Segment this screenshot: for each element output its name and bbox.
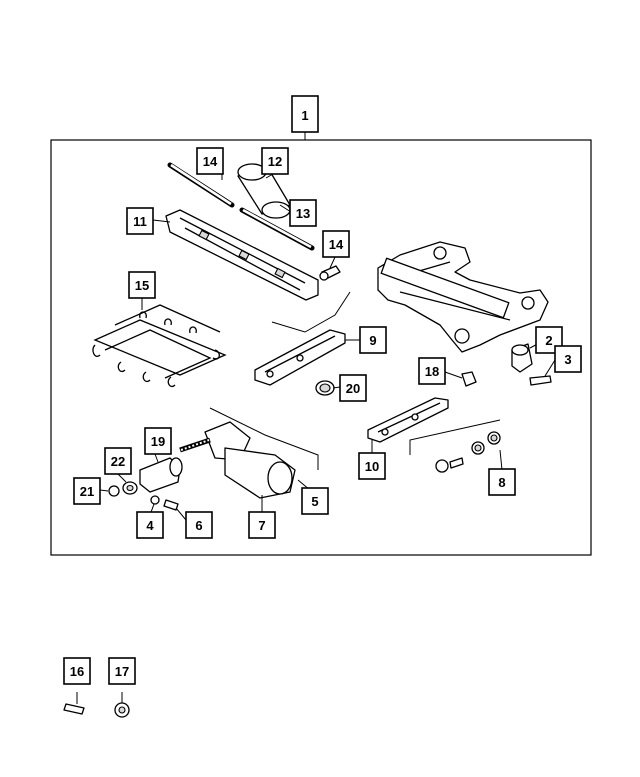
callout-10: 10 [358,452,386,480]
part-4-nut [150,495,160,505]
seat-frame [377,241,549,353]
callout-20: 20 [339,374,367,402]
part-20-ring [315,380,335,396]
part-3-bolt [529,375,552,386]
assembly-frame [50,139,592,556]
callout-11: 11 [126,207,154,235]
leader-10-group [409,419,501,455]
callout-label: 7 [258,518,265,533]
part-17-springs [92,304,227,388]
callout-label: 21 [80,484,94,499]
callout-22: 22 [104,447,132,475]
part-13-rod-bottom [239,207,315,251]
part-16-bolt [114,702,130,718]
part-9-track [254,329,346,386]
leader-9-group [271,291,351,333]
part-7-motor [179,421,296,499]
callout-label: 9 [369,333,376,348]
callout-label: 12 [268,154,282,169]
callout-9: 9 [359,326,387,354]
part-8-hardware [435,431,501,473]
part-10-track [367,397,449,443]
callout-13-bottom: 13 [289,199,317,227]
callout-5: 5 [301,487,329,515]
part-14-bolt [319,265,341,281]
callout-3: 3 [554,345,582,373]
callout-label: 16 [70,664,84,679]
callout-15: 16 [63,657,91,685]
part-13-rod-top [167,162,235,208]
callout-label: 2 [545,333,552,348]
callout-label: 19 [151,434,165,449]
part-11-rail [165,209,319,301]
callout-14: 14 [322,230,350,258]
callout-label: 4 [146,518,154,533]
callout-label: 10 [365,459,379,474]
callout-label: 14 [329,237,344,252]
part-22-washer [122,481,138,495]
callout-label: 20 [346,381,360,396]
part-15-screw [63,703,85,715]
callout-label: 14 [203,154,218,169]
leader-5-group [209,407,319,470]
part-2-bracket [511,343,533,373]
part-21-screw [108,485,120,497]
callout-2: 2 [535,326,563,354]
callout-17: 15 [128,271,156,299]
part-19-housing [139,457,183,493]
callout-label: 13 [296,206,310,221]
part-6-bolt [163,499,179,511]
callout-18: 18 [418,357,446,385]
callout-label: 1 [301,108,308,123]
callout-21: 21 [73,477,101,505]
callout-6: 6 [185,511,213,539]
callout-label: 11 [133,214,147,229]
callout-19: 19 [144,427,172,455]
callout-16: 17 [108,657,136,685]
callout-12: 12 [261,147,289,175]
callout-13-top: 14 [196,147,224,175]
callout-label: 6 [195,518,202,533]
callout-8: 8 [488,468,516,496]
callout-label: 3 [564,352,571,367]
callout-label: 22 [111,454,125,469]
callout-label: 5 [311,494,318,509]
callout-7: 7 [248,511,276,539]
callout-4: 4 [136,511,164,539]
callout-label: 17 [115,664,129,679]
callout-1: 1 [291,95,319,133]
callout-label: 18 [425,364,439,379]
callout-label: 8 [498,475,505,490]
part-18-clip [461,371,477,387]
callout-label: 15 [135,278,149,293]
